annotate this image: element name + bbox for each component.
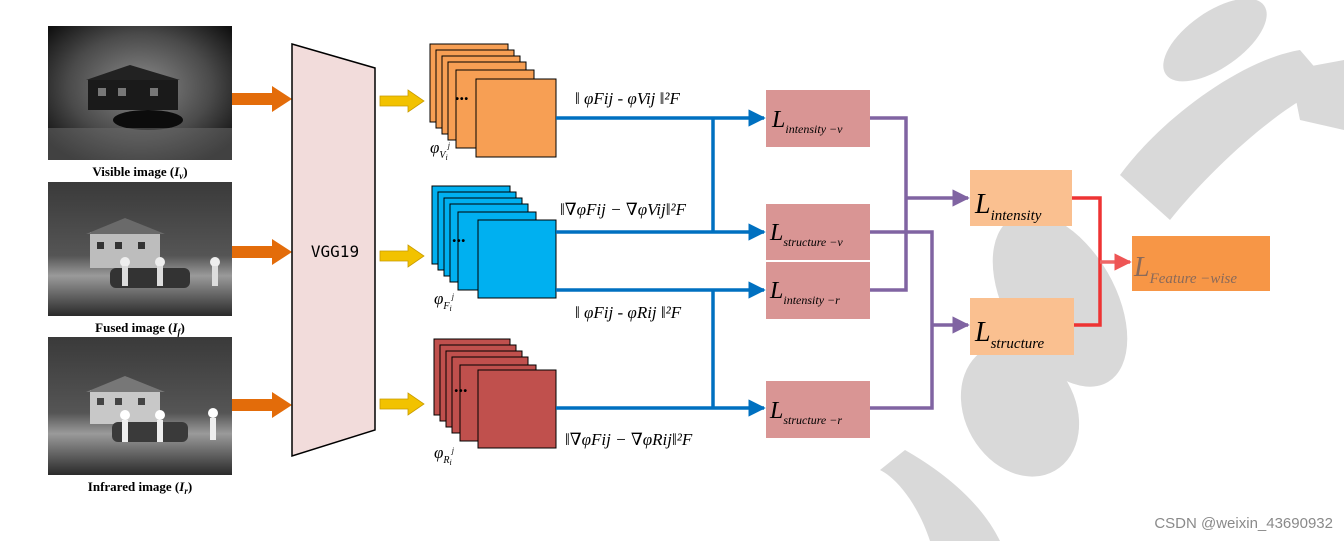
visible-image — [48, 26, 232, 160]
feature-stack-infrared — [433, 338, 557, 449]
feature-dots-infrared: ... — [454, 376, 468, 396]
vgg19-label: VGG19 — [311, 242, 359, 261]
svg-text:Lintensity −v: Lintensity −v — [771, 107, 843, 136]
loss-structure-v: Lstructure −v — [766, 204, 870, 260]
svg-text:Lstructure: Lstructure — [974, 317, 1045, 352]
formula-intensity-r: ‖ φFij - φRij ‖²F — [575, 303, 682, 322]
blue-connectors — [556, 109, 766, 417]
loss-structure-r: Lstructure −r — [766, 381, 870, 438]
loss-structure: Lstructure — [970, 298, 1074, 355]
feature-label-visible: φVij — [430, 138, 451, 162]
svg-text:Lintensity: Lintensity — [974, 189, 1042, 224]
formula-intensity-v: ‖ φFij - φVij ‖²F — [575, 89, 681, 108]
loss-feature-wise: LFeature −wise — [1132, 236, 1270, 291]
feature-label-fused: φFij — [434, 289, 455, 313]
formula-structure-r: ‖∇φFij − ∇φRij‖²F — [565, 430, 693, 449]
watermark-text: CSDN @weixin_43690932 — [1154, 515, 1333, 532]
watermark-shapes — [880, 0, 1344, 541]
vgg19-network — [291, 43, 376, 458]
infrared-image-label: Infrared image (Ir) — [88, 479, 192, 496]
input-arrows — [232, 86, 292, 418]
red-connectors — [1072, 196, 1132, 327]
fused-image — [48, 182, 232, 316]
svg-text:Lstructure −r: Lstructure −r — [769, 398, 842, 427]
visible-image-label: Visible image (Iv) — [92, 164, 187, 181]
svg-text:LFeature −wise: LFeature −wise — [1133, 252, 1237, 287]
feature-stack-fused — [431, 185, 557, 299]
svg-text:Lstructure −v: Lstructure −v — [769, 220, 843, 249]
loss-intensity-v: Lintensity −v — [766, 90, 870, 147]
feature-stack-visible — [429, 43, 557, 158]
feature-arrows — [379, 89, 425, 416]
loss-intensity: Lintensity — [970, 170, 1072, 226]
infrared-image — [48, 337, 232, 475]
formula-structure-v: ‖∇φFij − ∇φVij‖²F — [560, 200, 687, 219]
feature-dots-fused: ... — [452, 226, 466, 246]
svg-text:Lintensity −r: Lintensity −r — [769, 278, 840, 307]
feature-label-infrared: φRij — [434, 443, 455, 467]
fused-image-label: Fused image (If) — [95, 320, 185, 337]
loss-intensity-r: Lintensity −r — [766, 262, 870, 319]
purple-connectors — [870, 116, 970, 410]
feature-dots-visible: ... — [455, 84, 469, 104]
